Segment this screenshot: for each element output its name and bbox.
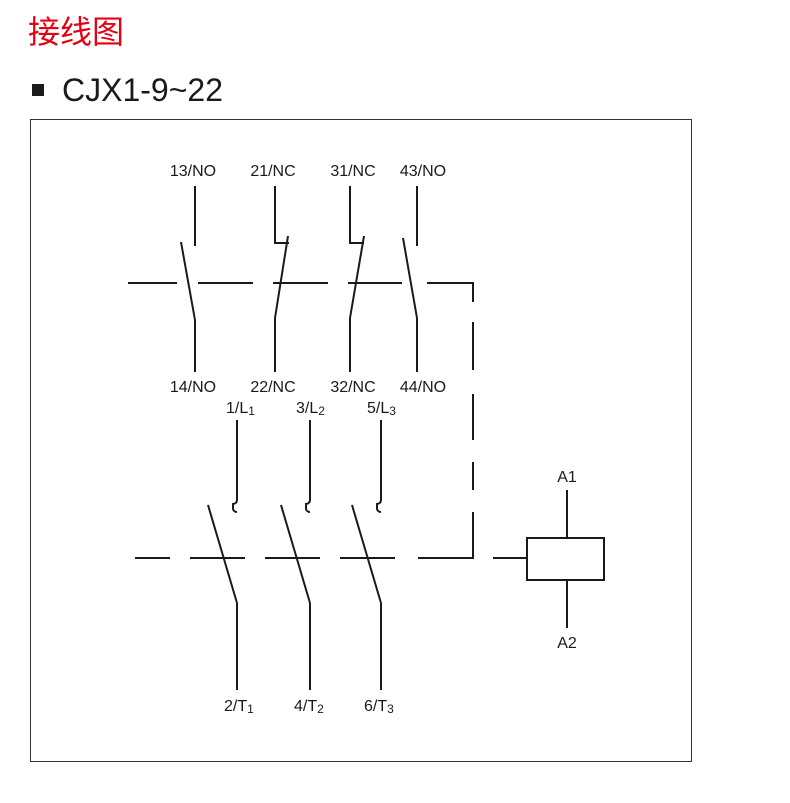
diagram-frame [30,119,692,762]
main-contact-3 [351,420,382,690]
line-label-3: 5/L3 [367,400,396,418]
square-bullet-icon [32,84,44,96]
main-contact-2 [280,420,311,690]
aux-top-label-4: 43/NO [400,163,446,180]
aux-mechanical-link [128,282,474,302]
line-label-1: 1/L1 [226,400,255,418]
load-label-1: 2/T1 [224,698,254,716]
aux-contact-1 [180,186,196,372]
aux-bottom-label-2: 22/NC [250,379,295,396]
aux-top-label-1: 13/NO [170,163,216,180]
coil [526,490,605,628]
page-title: 接线图 [28,13,125,51]
load-label-2: 4/T2 [294,698,324,716]
aux-top-label-3: 31/NC [330,163,375,180]
aux-bottom-label-4: 44/NO [400,379,446,396]
model-title: CJX1-9~22 [62,72,223,108]
aux-contact-3 [349,186,365,372]
load-label-3: 6/T3 [364,698,394,716]
aux-bottom-label-3: 32/NC [330,379,375,396]
main-mechanical-link [135,512,527,559]
aux-contact-4 [402,186,418,372]
aux-top-label-2: 21/NC [250,163,295,180]
coil-label-a2: A2 [557,635,577,652]
coil-label-a1: A1 [557,469,577,486]
aux-bottom-label-1: 14/NO [170,379,216,396]
line-label-2: 3/L2 [296,400,325,418]
model-heading: CJX1-9~22 [32,70,223,110]
main-contact-1 [207,420,238,690]
aux-contact-2 [274,186,289,372]
